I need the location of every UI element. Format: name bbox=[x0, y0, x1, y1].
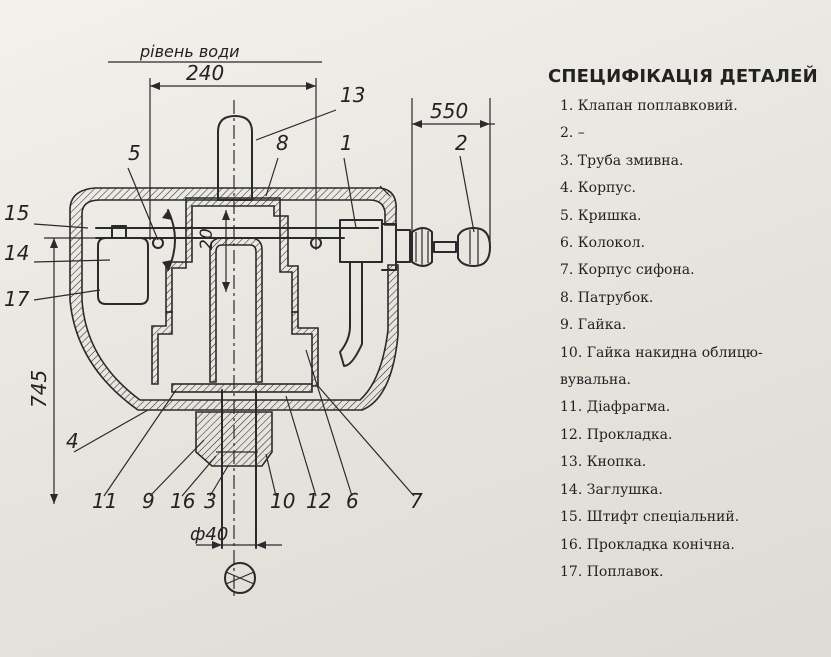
spec-item: 2. – bbox=[560, 125, 585, 142]
callout-8: 8 bbox=[276, 131, 289, 155]
spec-item: 4. Корпус. bbox=[560, 180, 636, 197]
tank-body bbox=[69, 185, 399, 411]
flush-pipe: ф40 bbox=[190, 389, 282, 594]
spec-item: 12. Прокладка. bbox=[560, 426, 673, 443]
callout-1: 1 bbox=[340, 131, 353, 155]
dimension-20: 20 bbox=[197, 210, 230, 292]
spec-item: 17. Поплавок. bbox=[560, 563, 664, 580]
spec-title: СПЕЦИФІКАЦІЯ ДЕТАЛЕЙ bbox=[548, 66, 818, 87]
dimension-745: 745 bbox=[27, 237, 96, 504]
callout-16: 16 bbox=[170, 489, 195, 513]
spec-item: 14. Заглушка. bbox=[560, 481, 663, 498]
spec-item: 1. Клапан поплавковий. bbox=[560, 98, 738, 114]
callout-4: 4 bbox=[66, 429, 79, 453]
callout-13: 13 bbox=[340, 83, 365, 107]
water-level-label: рівень води bbox=[139, 42, 240, 61]
spec-item: 9. Гайка. bbox=[560, 317, 627, 334]
spec-item: 11. Діафрагма. bbox=[560, 399, 671, 416]
callout-7: 7 bbox=[410, 489, 423, 513]
callout-6: 6 bbox=[346, 489, 359, 513]
callout-15: 15 bbox=[4, 201, 29, 225]
specification-panel: СПЕЦИФІКАЦІЯ ДЕТАЛЕЙ 1. Клапан поплавков… bbox=[548, 66, 831, 586]
dimension-240: 240 bbox=[149, 61, 317, 250]
callout-2: 2 bbox=[455, 131, 468, 155]
callout-17: 17 bbox=[4, 287, 30, 311]
dimension-20-label: 20 bbox=[197, 228, 217, 250]
callout-labels: 13 5 8 1 2 15 14 17 4 11 9 16 3 10 12 6 … bbox=[4, 83, 468, 513]
callout-3: 3 bbox=[204, 489, 217, 513]
spec-item: 10. Гайка накидна облицю- bbox=[560, 344, 763, 361]
spec-item: 6. Колокол. bbox=[560, 235, 645, 252]
water-level-dimension: рівень води bbox=[108, 42, 322, 63]
leader-lines bbox=[33, 109, 475, 497]
spec-item: 3. Труба змивна. bbox=[560, 152, 684, 169]
dimension-550-label: 550 bbox=[430, 99, 468, 123]
spec-item: 16. Прокладка конічна. bbox=[560, 536, 735, 553]
spec-item-continuation: вувальна. bbox=[560, 372, 631, 389]
callout-11: 11 bbox=[92, 489, 117, 513]
dimension-745-label: 745 bbox=[27, 370, 51, 408]
callout-5: 5 bbox=[128, 141, 141, 165]
float-valve bbox=[339, 219, 491, 367]
spec-item: 7. Корпус сифона. bbox=[560, 262, 695, 279]
diameter-40-label: ф40 bbox=[190, 524, 228, 545]
spec-item: 5. Кришка. bbox=[560, 207, 642, 224]
dimension-240-label: 240 bbox=[186, 61, 224, 85]
callout-9: 9 bbox=[142, 489, 155, 513]
spec-list: 1. Клапан поплавковий. 2. – 3. Труба зми… bbox=[548, 93, 831, 586]
callout-14: 14 bbox=[4, 241, 29, 265]
siphon-assembly bbox=[151, 197, 319, 393]
spec-item: 13. Кнопка. bbox=[560, 454, 647, 471]
float bbox=[97, 225, 149, 305]
button-rod bbox=[217, 115, 253, 201]
callout-10: 10 bbox=[270, 489, 295, 513]
spec-item: 15. Штифт спеціальний. bbox=[560, 509, 740, 526]
spec-item: 8. Патрубок. bbox=[560, 289, 654, 306]
callout-12: 12 bbox=[306, 489, 331, 513]
dimension-550: 550 bbox=[411, 98, 495, 250]
